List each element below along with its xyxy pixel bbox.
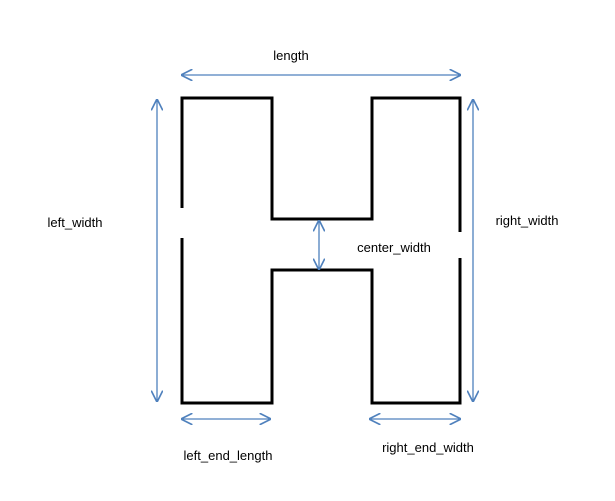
left-width-label: left_width [48, 215, 103, 230]
outline-gap-right [456, 232, 464, 258]
right-width-label: right_width [496, 213, 559, 228]
right-end-width-label: right_end_width [382, 440, 474, 455]
length-label: length [273, 48, 308, 63]
center-width-label: center_width [357, 240, 431, 255]
outline-gap-left [178, 208, 186, 238]
left-end-length-label: left_end_length [184, 448, 273, 463]
